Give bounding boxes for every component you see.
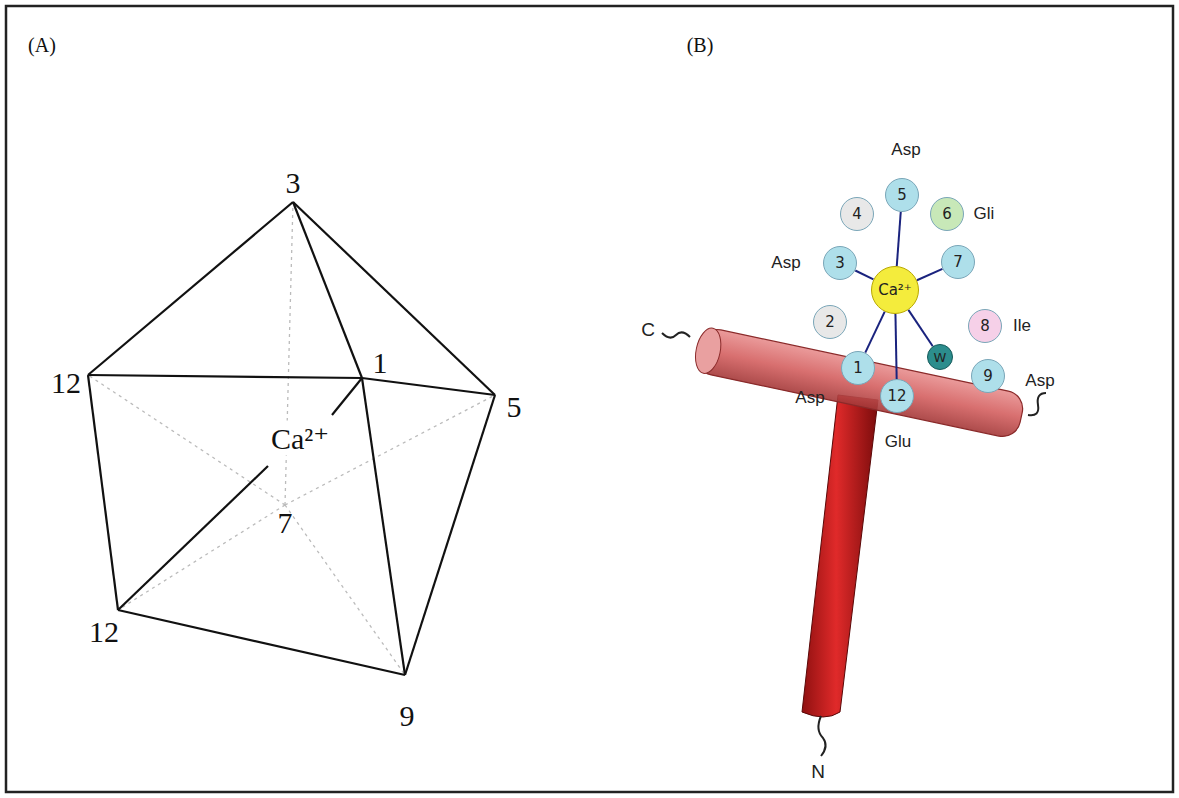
vertex-label: 9 (400, 699, 415, 733)
vertex-label: Ca²⁺ (269, 421, 331, 456)
c-terminus-tail (662, 332, 690, 337)
loop-tail (1028, 393, 1046, 415)
residue-circle: 8 (968, 309, 1002, 343)
circle-text: 3 (835, 254, 845, 272)
vertex-label: 7 (278, 506, 293, 540)
circle-text: 2 (825, 313, 835, 331)
residue-circle: 5 (885, 178, 919, 212)
coordination-bond (897, 212, 901, 266)
circle-text: Ca²⁺ (878, 281, 912, 299)
helix-horizontal (692, 326, 1026, 440)
water-molecule: W (927, 344, 953, 370)
vertex-label: 1 (373, 346, 388, 380)
residue-label: Gli (974, 204, 995, 224)
vertex-label: (B) (687, 34, 714, 57)
coordination-bond (895, 314, 896, 379)
vertex-label: 12 (89, 615, 119, 649)
vertex-label: 5 (507, 390, 522, 424)
circle-text: 5 (897, 186, 907, 204)
residue-circle: 3 (823, 246, 857, 280)
residue-label: Ile (1013, 316, 1031, 336)
circle-text: 9 (983, 367, 993, 385)
residue-label: Asp (891, 140, 920, 160)
residue-label: Asp (771, 253, 800, 273)
vertex-label: 3 (286, 166, 301, 200)
residue-circle: 12 (880, 379, 914, 413)
residue-label: Glu (885, 432, 911, 452)
coordination-bond (855, 270, 873, 279)
residue-circle: 9 (971, 359, 1005, 393)
circle-text: W (934, 350, 947, 365)
residue-label: Asp (1025, 371, 1054, 391)
residue-label: C (641, 319, 655, 341)
vertex-label: (A) (28, 34, 56, 57)
coordination-bond (908, 310, 932, 346)
hidden-edges (88, 202, 495, 675)
residue-circle: 4 (840, 197, 874, 231)
residue-circle: 7 (941, 245, 975, 279)
frame (6, 6, 1173, 792)
residue-label: N (811, 761, 825, 783)
circle-text: 7 (953, 253, 963, 271)
circle-text: 1 (853, 359, 863, 377)
coordination-bond (917, 269, 943, 280)
residue-label: Asp (795, 388, 824, 408)
coordination-bond (865, 312, 884, 353)
bipyramid-edges (88, 202, 495, 675)
residue-circle: 1 (841, 351, 875, 385)
circle-text: 8 (980, 317, 990, 335)
circle-text: 6 (942, 205, 952, 223)
residue-circle: 6 (930, 197, 964, 231)
helix-vertical (802, 395, 878, 756)
circle-text: 4 (852, 205, 862, 223)
calcium-ion: Ca²⁺ (871, 266, 919, 314)
residue-circle: 2 (813, 305, 847, 339)
vertex-label: 12 (51, 366, 81, 400)
circle-text: 12 (887, 387, 906, 405)
